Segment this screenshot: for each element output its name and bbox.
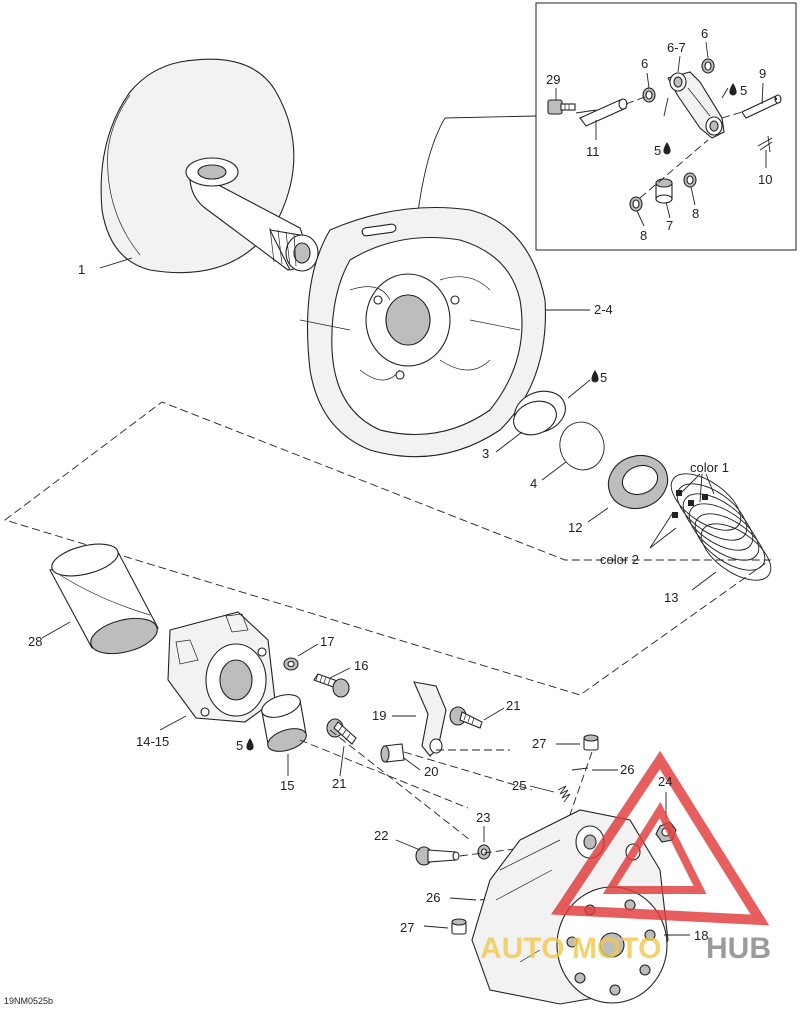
callout-28: 28 xyxy=(28,634,42,649)
washer-8-right xyxy=(683,172,697,188)
callout-4: 4 xyxy=(530,476,537,491)
callout-26-b: 26 xyxy=(426,890,440,905)
callout-6-7: 6-7 xyxy=(667,40,686,55)
callout-21-b: 21 xyxy=(332,776,346,791)
callout-21-a: 21 xyxy=(506,698,520,713)
callout-8-b: 8 xyxy=(692,206,699,221)
screw-21-lower xyxy=(326,718,357,745)
screw-16 xyxy=(313,673,350,698)
callout-5-c: 5 xyxy=(654,143,661,158)
callout-6-b: 6 xyxy=(701,26,708,41)
bushing-3 xyxy=(513,390,566,436)
callout-11: 11 xyxy=(586,144,600,159)
callout-5-b: 5 xyxy=(740,83,747,98)
pin-27-upper xyxy=(583,734,599,751)
oil-drop-icon xyxy=(729,83,737,96)
slider-shoe-28 xyxy=(49,543,159,655)
lever-arm-6-7 xyxy=(667,71,725,139)
bolt-29 xyxy=(547,99,576,115)
pin-9 xyxy=(741,94,782,119)
watermark-text-moto: MOTO xyxy=(572,932,661,965)
spring-25 xyxy=(557,785,571,803)
sliding-sheave-2-4 xyxy=(299,206,546,458)
callout-26-a: 26 xyxy=(620,762,634,777)
circlip-4 xyxy=(559,421,605,471)
washer-17 xyxy=(283,657,299,671)
callout-19: 19 xyxy=(372,708,386,723)
lever-19 xyxy=(413,681,447,757)
spring-13 xyxy=(670,473,772,581)
bushing-7 xyxy=(655,178,673,204)
callout-10: 10 xyxy=(758,172,772,187)
document-code: 19NM0525b xyxy=(4,996,53,1006)
washer-6-right xyxy=(701,58,715,74)
oil-drop-icon xyxy=(591,370,599,383)
cotter-pin-10 xyxy=(757,135,773,153)
bushing-15 xyxy=(261,694,307,752)
callout-16: 16 xyxy=(354,658,368,673)
callout-20: 20 xyxy=(424,764,438,779)
clip-26-upper xyxy=(571,767,589,771)
detail-inset-frame xyxy=(535,2,797,251)
callout-18: 18 xyxy=(694,928,708,943)
callout-23: 23 xyxy=(476,810,490,825)
bolt-22 xyxy=(415,846,460,866)
callout-12: 12 xyxy=(568,520,582,535)
callout-17: 17 xyxy=(320,634,334,649)
callout-13: 13 xyxy=(664,590,678,605)
fixed-sheave-1 xyxy=(100,58,319,274)
callout-7: 7 xyxy=(666,218,673,233)
roller-pin-20 xyxy=(380,743,405,763)
washer-6-left xyxy=(642,87,656,103)
watermark-text-auto: AUTO xyxy=(480,932,564,965)
callout-27-b: 27 xyxy=(400,920,414,935)
washer-23 xyxy=(477,844,491,860)
callout-14-15: 14-15 xyxy=(136,734,169,749)
oil-drop-icon xyxy=(663,142,671,155)
color-2-label: color 2 xyxy=(600,552,639,567)
callout-5-d: 5 xyxy=(236,738,243,753)
oil-drop-icon xyxy=(246,738,254,751)
callout-24: 24 xyxy=(658,774,672,789)
pin-11 xyxy=(579,98,628,127)
callout-8-a: 8 xyxy=(640,228,647,243)
cup-12 xyxy=(607,454,669,510)
callout-2-4: 2-4 xyxy=(594,302,613,317)
color-1-label: color 1 xyxy=(690,460,729,475)
callout-22: 22 xyxy=(374,828,388,843)
callout-15: 15 xyxy=(280,778,294,793)
callout-9: 9 xyxy=(759,66,766,81)
spider-14-15 xyxy=(167,611,276,723)
washer-8-left xyxy=(629,196,643,212)
watermark-text-hub: HUB xyxy=(706,932,771,965)
callout-27-a: 27 xyxy=(532,736,546,751)
callout-6-a: 6 xyxy=(641,56,648,71)
callout-5-a: 5 xyxy=(600,370,607,385)
callout-29: 29 xyxy=(546,72,560,87)
callout-1: 1 xyxy=(78,262,85,277)
watermark-logo xyxy=(550,750,770,926)
callout-25: 25 xyxy=(512,778,526,793)
screw-21-upper xyxy=(449,706,483,729)
callout-3: 3 xyxy=(482,446,489,461)
pin-27-lower xyxy=(451,918,467,935)
